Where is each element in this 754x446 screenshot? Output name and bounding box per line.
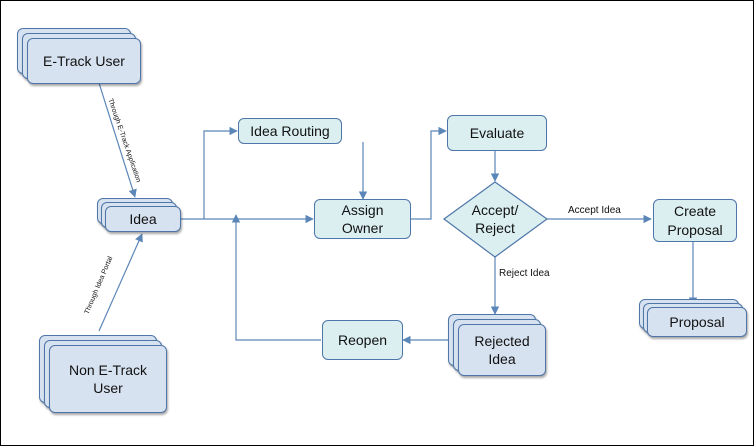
etrack-user-label: E-Track User xyxy=(43,52,125,69)
edge-assign-to-evaluate xyxy=(411,126,447,220)
non-etrack-user-label: Non E-Track User xyxy=(68,361,148,396)
accept-reject-node: Accept/ Reject xyxy=(455,197,535,241)
reopen-label: Reopen xyxy=(337,331,388,348)
reject-idea-label: Reject Idea xyxy=(499,268,550,279)
idea-label: Idea xyxy=(129,210,157,227)
idea-node: Idea xyxy=(105,206,181,232)
create-proposal-label: Create Proposal xyxy=(667,203,723,238)
accept-idea-label: Accept Idea xyxy=(568,205,621,216)
edge-nonetrack-to-idea xyxy=(98,233,143,332)
non-etrack-user-node: Non E-Track User xyxy=(49,345,167,413)
assign-owner-label: Assign Owner xyxy=(341,201,384,236)
create-proposal-node: Create Proposal xyxy=(653,199,737,242)
edge-etrack-to-idea xyxy=(98,82,137,198)
rejected-idea-label: Rejected Idea xyxy=(474,332,530,367)
edge-idea-to-routing xyxy=(203,126,238,219)
assign-owner-node: Assign Owner xyxy=(314,199,411,239)
reopen-node: Reopen xyxy=(322,320,403,360)
accept-reject-label: Accept/ Reject xyxy=(471,201,519,236)
idea-routing-node: Idea Routing xyxy=(238,118,342,144)
rejected-idea-node: Rejected Idea xyxy=(458,324,546,376)
proposal-label: Proposal xyxy=(669,313,725,330)
proposal-node: Proposal xyxy=(647,307,747,337)
edge-reopen-to-assign xyxy=(231,214,321,341)
evaluate-label: Evaluate xyxy=(469,124,525,141)
idea-routing-label: Idea Routing xyxy=(250,122,330,139)
etrack-user-node: E-Track User xyxy=(27,38,141,84)
evaluate-node: Evaluate xyxy=(447,115,547,151)
